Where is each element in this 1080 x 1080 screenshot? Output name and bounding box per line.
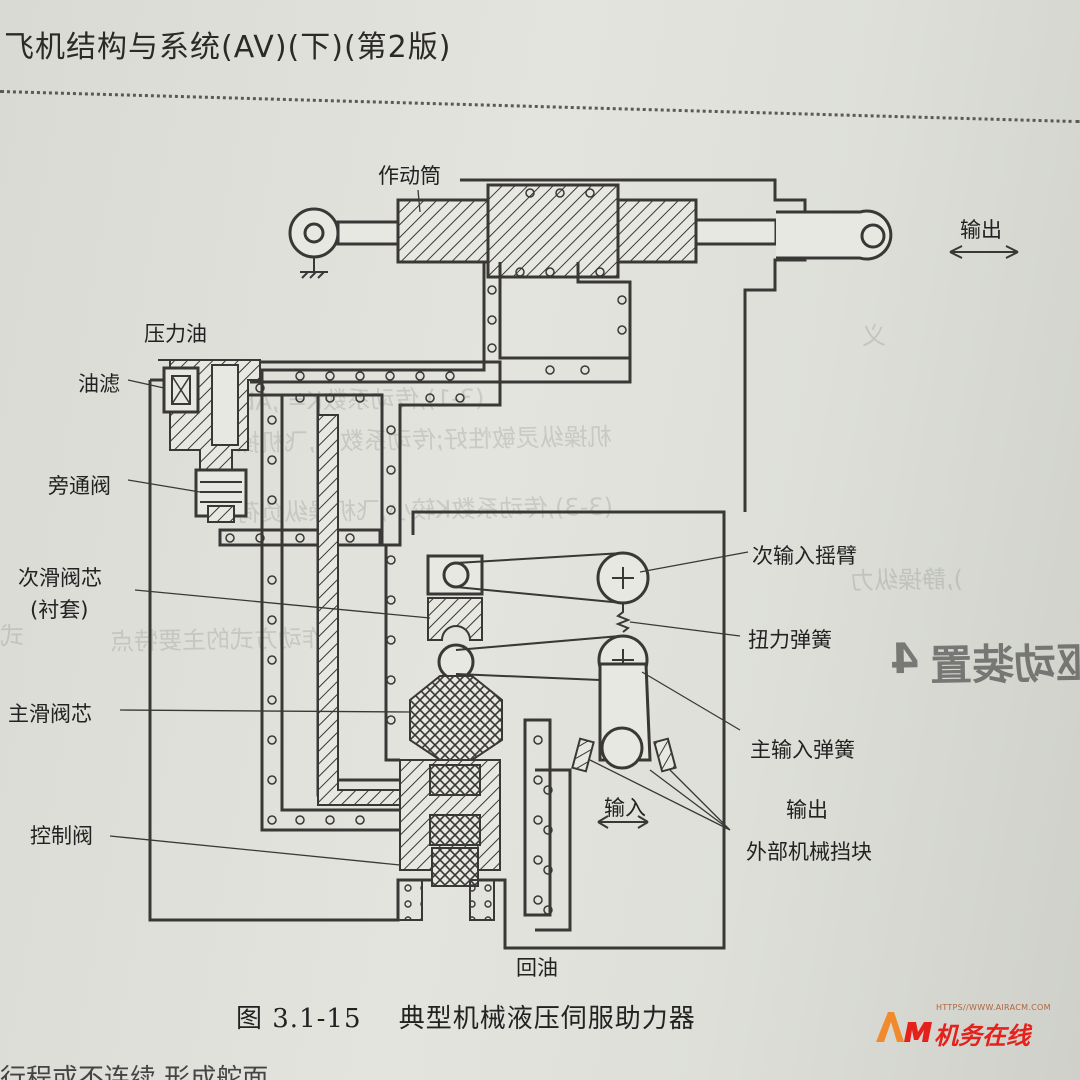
label-secondary-spool-note: (衬套) (30, 598, 89, 622)
leader-lines (109, 189, 749, 866)
piston-head (486, 183, 620, 279)
spool-valve-stack (397, 554, 503, 921)
label-input: 输入 (604, 796, 646, 820)
label-oil-filter: 油滤 (78, 372, 120, 396)
site-watermark: HTTPS//WWW.AIRACM.COM 机务在线 (874, 1002, 1051, 1050)
filter-bypass-assembly (158, 359, 261, 523)
secondary-spool-sleeve (427, 597, 483, 641)
label-output-mid: 输出 (786, 798, 828, 822)
input-link-end (600, 726, 644, 770)
label-control-valve: 控制阀 (30, 824, 93, 848)
running-header: 飞机结构与系统(AV)(下)(第2版) (4, 30, 452, 65)
figure-title: 典型机械液压伺服助力器 (398, 1004, 696, 1034)
label-secondary-input-arm: 次输入摇臂 (752, 544, 857, 568)
label-torsion-spring: 扭力弹簧 (748, 628, 832, 652)
figure-number: 图 3.1-15 (236, 1004, 362, 1034)
figure-caption: 图 3.1-15 典型机械液压伺服助力器 (236, 998, 696, 1035)
airacm-logo-icon (876, 1012, 932, 1042)
main-spool-head (409, 675, 503, 761)
label-actuator: 作动筒 (378, 164, 441, 188)
mechanical-stop-right (653, 737, 677, 773)
mechanical-stop-left (571, 737, 595, 773)
label-main-input-spring: 主输入弹簧 (750, 738, 855, 762)
label-return-oil: 回油 (516, 956, 558, 980)
torsion-spring-coil (615, 603, 631, 633)
ground-anchor-eye (288, 207, 340, 259)
output-eye (860, 223, 886, 249)
label-secondary-spool: 次滑阀芯 (18, 566, 102, 590)
piston-rod-right (694, 218, 778, 246)
next-paragraph-fragment: 行程或不连续 形成舵面 (0, 1064, 269, 1080)
return-passage (317, 414, 401, 806)
control-valve-spring-left (397, 879, 423, 921)
label-external-stop: 外部机械挡块 (746, 840, 872, 864)
watermark-url: HTTPS//WWW.AIRACM.COM (936, 1003, 1051, 1012)
oil-dots (225, 188, 627, 915)
input-arrow (597, 815, 649, 829)
label-main-spool: 主滑阀芯 (8, 702, 92, 726)
label-output-top: 输出 (960, 218, 1002, 242)
actuator-cylinder (288, 183, 1019, 279)
ground-symbol (300, 257, 328, 279)
piston-rod-left (336, 220, 400, 246)
label-bypass-valve: 旁通阀 (48, 474, 111, 498)
control-valve-spring-right (469, 879, 495, 921)
watermark-text: 机务在线 (934, 1022, 1030, 1050)
input-linkage (455, 551, 677, 829)
label-pressure-oil: 压力油 (144, 322, 207, 346)
